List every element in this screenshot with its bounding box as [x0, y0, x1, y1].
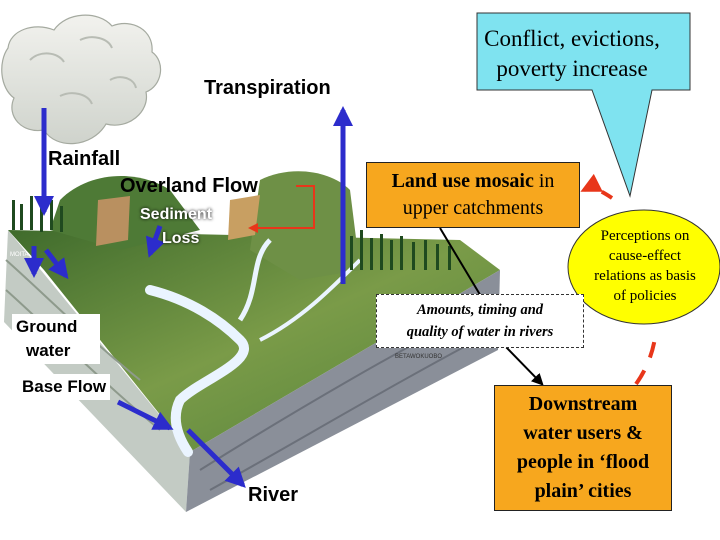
- amounts-line2: quality of water in rivers: [406, 324, 554, 340]
- ground-water-line1: Ground: [16, 317, 78, 336]
- downstream-line1: Downstream: [528, 393, 638, 415]
- water-flow-arrows: [24, 106, 353, 488]
- river-label: River: [248, 484, 299, 506]
- conflict-line1: Conflict, evictions,: [484, 26, 660, 51]
- rainfall-label: Rainfall: [48, 148, 121, 170]
- loss-label: Loss: [162, 230, 200, 247]
- perceptions-text: Perceptions on cause-effect relations as…: [574, 226, 716, 306]
- land-use-box: Land use mosaic in upper catchments: [366, 162, 580, 228]
- land-use-in: in: [533, 170, 555, 192]
- sediment-loss-arrow: [145, 225, 165, 258]
- infiltration-arrow-2: [44, 248, 69, 280]
- block-label-left: MOITA: [10, 252, 29, 258]
- conflict-line2: poverty increase: [496, 56, 648, 81]
- downstream-line2: water users &: [523, 422, 643, 444]
- perceptions-line2: cause-effect: [608, 248, 682, 264]
- land-use-line1: Land use mosaic in: [367, 168, 579, 195]
- base-flow-arrow: [116, 399, 174, 431]
- perceptions-line3: relations as basis: [594, 268, 696, 284]
- base-flow-label: Base Flow: [18, 374, 111, 400]
- transpiration-label: Transpiration: [204, 77, 331, 99]
- overland-flow-label: Overland Flow: [120, 175, 258, 197]
- land-use-bold: Land use mosaic: [391, 170, 534, 192]
- block-label-right: BETAWOKUOBO: [395, 354, 442, 360]
- downstream-box: Downstream water users & people in ‘floo…: [494, 385, 672, 511]
- river-arrow: [186, 428, 246, 488]
- ground-water-line2: water: [26, 341, 71, 360]
- downstream-line3: people in ‘flood: [516, 451, 650, 473]
- land-use-line2: upper catchments: [402, 197, 544, 219]
- perceptions-line4: of policies: [613, 288, 677, 304]
- amounts-box: Amounts, timing and quality of water in …: [376, 294, 584, 348]
- sediment-label: Sediment: [140, 206, 213, 223]
- perceptions-ellipse: [567, 209, 720, 325]
- feedback-arrow-to-landuse: [580, 173, 614, 200]
- amounts-to-downstream-arrow: [504, 345, 544, 386]
- downstream-line4: plain’ cities: [534, 480, 632, 502]
- feedback-arrow-from-downstream: [634, 329, 658, 386]
- ground-water-label: Ground water: [12, 314, 100, 364]
- perceptions-line1: Perceptions on: [600, 228, 690, 244]
- overland-flow-arrow: [248, 185, 315, 233]
- conflict-text: Conflict, evictions, poverty increase: [474, 24, 670, 84]
- conflict-callout: [476, 12, 691, 198]
- rain-cloud: [1, 14, 162, 145]
- amounts-line1: Amounts, timing and: [416, 302, 544, 318]
